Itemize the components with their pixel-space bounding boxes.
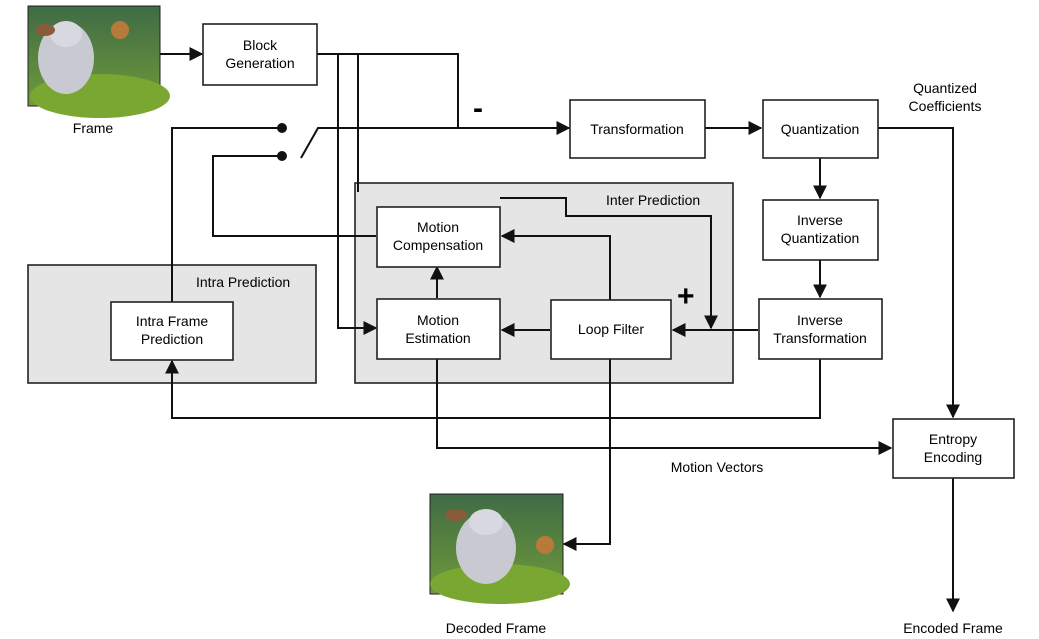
intra-prediction-label: Intra Prediction — [196, 274, 290, 290]
switch-contact-bottom — [277, 151, 287, 161]
quantized-coefficients-label-line1: Quantized — [913, 80, 977, 96]
motion-compensation-to-adder — [500, 197, 718, 330]
svg-text:Quantization: Quantization — [781, 121, 860, 137]
svg-text:Transformation: Transformation — [590, 121, 684, 137]
svg-text:Generation: Generation — [225, 55, 294, 71]
svg-text:Quantization: Quantization — [781, 230, 860, 246]
motion-vectors-label: Motion Vectors — [671, 459, 764, 475]
decoded-frame-thumbnail — [429, 493, 570, 604]
svg-text:Block: Block — [243, 37, 278, 53]
inverse-transformation-box: Inverse Transformation — [758, 298, 883, 360]
motion-vectors-to-entropy-encoding — [436, 359, 893, 455]
switch-blade — [300, 127, 458, 159]
quantized-coefficients-label-line2: Coefficients — [909, 98, 982, 114]
svg-text:Transformation: Transformation — [773, 330, 867, 346]
quantization-to-entropy-encoding — [878, 127, 960, 419]
svg-text:Entropy: Entropy — [929, 431, 977, 447]
intra-prediction-to-switch — [171, 127, 281, 302]
inverse-transformation-to-intra-frame-prediction — [165, 359, 821, 419]
input-frame-thumbnail — [27, 5, 170, 118]
svg-text:Intra Frame: Intra Frame — [136, 313, 209, 329]
connectors — [160, 47, 960, 613]
svg-text:Compensation: Compensation — [393, 237, 483, 253]
minus-sign: - — [473, 92, 483, 125]
svg-text:Inverse: Inverse — [797, 212, 843, 228]
encoded-frame-label: Encoded Frame — [903, 620, 1003, 636]
motion-compensation-to-switch — [212, 155, 376, 237]
frame-label: Frame — [73, 120, 114, 136]
block-generation-to-transformation — [317, 53, 571, 135]
loop-filter-box: Loop Filter — [550, 299, 672, 360]
motion-compensation-box: Motion Compensation — [376, 206, 501, 268]
svg-text:Estimation: Estimation — [405, 330, 470, 346]
svg-text:Encoding: Encoding — [924, 449, 982, 465]
quantization-box: Quantization — [762, 99, 879, 159]
loop-filter-to-motion-compensation — [500, 229, 611, 300]
svg-text:Inverse: Inverse — [797, 312, 843, 328]
motion-estimation-box: Motion Estimation — [376, 298, 501, 360]
switch-contact-top — [277, 123, 287, 133]
inverse-quantization-box: Inverse Quantization — [762, 199, 879, 261]
decoded-frame-label: Decoded Frame — [446, 620, 547, 636]
transformation-box: Transformation — [569, 99, 706, 159]
block-generation-box: Block Generation — [202, 23, 318, 86]
svg-text:Prediction: Prediction — [141, 331, 203, 347]
intra-frame-prediction-box: Intra Frame Prediction — [110, 301, 234, 361]
block-generation-to-motion-estimation — [337, 54, 378, 335]
plus-sign: + — [677, 280, 695, 313]
svg-text:Motion: Motion — [417, 312, 459, 328]
entropy-encoding-box: Entropy Encoding — [892, 418, 1015, 479]
svg-text:Motion: Motion — [417, 219, 459, 235]
inter-prediction-label: Inter Prediction — [606, 192, 700, 208]
loop-filter-to-decoded-frame — [562, 359, 611, 551]
svg-text:Loop Filter: Loop Filter — [578, 321, 644, 337]
